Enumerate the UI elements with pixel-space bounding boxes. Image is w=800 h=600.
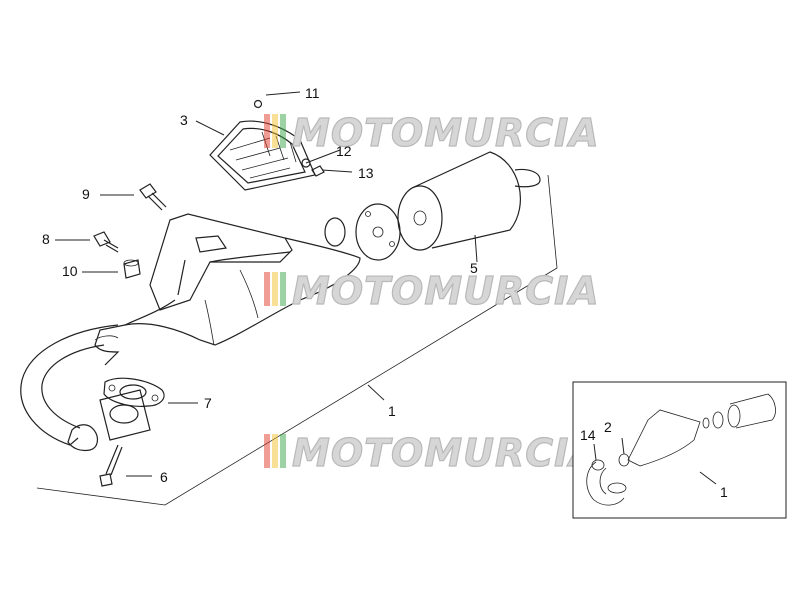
bolt-part-8 (93, 231, 119, 253)
bolt-part-6 (99, 444, 123, 487)
watermark-bottom: MOTOMURCIA (264, 430, 600, 476)
watermark-text: MOTOMURCIA (292, 111, 600, 155)
watermark-stripe-red (264, 272, 270, 306)
callout-7: 7 (204, 395, 212, 411)
watermark-stripe-red (264, 434, 270, 468)
watermark-stripe-green (280, 272, 286, 306)
inset-callout-14: 14 (580, 427, 596, 443)
inset-flange (712, 411, 724, 429)
callout-6: 6 (160, 469, 168, 485)
gasket-part-7 (103, 377, 165, 407)
callout-8: 8 (42, 231, 50, 247)
silencer-part-5 (397, 151, 541, 251)
watermark-stripe-yellow (272, 272, 278, 306)
main-callouts: 11 3 12 13 9 8 10 5 7 1 6 (42, 85, 478, 485)
leader-lines (55, 91, 478, 477)
bolt-part-9 (139, 183, 167, 211)
inset-silencer-end (727, 404, 741, 428)
spacer-part-10 (123, 259, 141, 279)
watermark-text: MOTOMURCIA (292, 269, 600, 313)
fastener-part-12 (301, 158, 311, 168)
inset-callout-1: 1 (720, 484, 728, 500)
silencer-flange (355, 203, 401, 261)
watermark-stripe-red (264, 114, 270, 148)
inset-silencer (729, 393, 776, 429)
inset-gasket (702, 417, 710, 429)
watermark-top: MOTOMURCIA (264, 110, 600, 156)
inset-callout-2: 2 (604, 419, 612, 435)
inset-body (627, 409, 701, 467)
inset-header-pipe-inner (599, 467, 607, 495)
callout-11: 11 (305, 85, 320, 101)
watermark-stripe-yellow (272, 114, 278, 148)
inset-part-14 (591, 459, 605, 471)
inset-flange-small (607, 482, 627, 494)
watermark-text: MOTOMURCIA (292, 431, 600, 475)
inset-header-pipe (586, 461, 625, 506)
fastener-part-11 (253, 99, 263, 109)
callout-9: 9 (82, 186, 90, 202)
assembly-outline (36, 174, 558, 506)
exhaust-body (20, 213, 361, 452)
inset-overview: 2 14 1 (572, 381, 787, 519)
callout-10: 10 (62, 263, 78, 279)
fastener-part-13 (311, 165, 325, 177)
silencer-gasket (324, 217, 346, 247)
callout-5: 5 (470, 260, 478, 276)
callout-3: 3 (180, 112, 188, 128)
watermark-middle: MOTOMURCIA (264, 268, 600, 314)
callout-13: 13 (358, 165, 374, 181)
watermark-stripe-green (280, 114, 286, 148)
watermark-stripe-yellow (272, 434, 278, 468)
watermark-stripe-green (280, 434, 286, 468)
callout-12: 12 (336, 143, 352, 159)
callout-1: 1 (388, 403, 396, 419)
